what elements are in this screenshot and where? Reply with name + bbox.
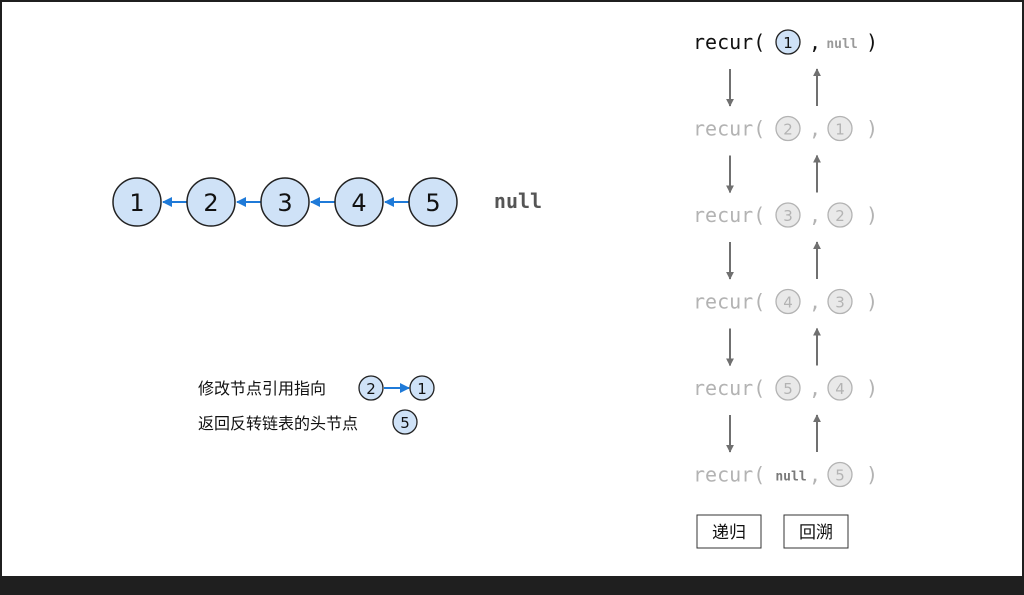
null-argument: null	[775, 470, 806, 485]
argument-node-label: 1	[835, 121, 845, 139]
recur-call-row: recur( null, 5)	[693, 461, 878, 488]
argument-node	[827, 288, 853, 315]
modify-from-label: 2	[366, 380, 376, 398]
legend-recurse-label: 递归	[712, 523, 746, 543]
list-node	[408, 177, 458, 227]
return-head-note: 返回反转链表的头节点	[198, 414, 358, 433]
diagram-background	[2, 2, 1022, 576]
recur-close-paren: )	[866, 290, 878, 314]
linked-list: 1 2 3 4 5	[112, 177, 458, 227]
argument-comma: ,	[809, 376, 821, 400]
legend-recurse-box	[696, 514, 762, 549]
recur-function-name: recur(	[693, 376, 765, 400]
modify-from-node	[358, 375, 384, 401]
null-label: null	[494, 189, 542, 213]
argument-node	[827, 375, 853, 401]
argument-comma: ,	[809, 463, 821, 487]
argument-comma: ,	[809, 117, 821, 141]
legend-backtrack-box	[783, 514, 849, 549]
recursion-stack: recur(1,null)recur(2,1)recur(3,2)recur(4…	[693, 29, 878, 488]
modify-to-label: 1	[417, 380, 427, 398]
legend: 递归 回溯	[696, 514, 849, 549]
list-node-label: 3	[277, 189, 292, 217]
argument-comma: ,	[809, 290, 821, 314]
argument-node-label: 4	[835, 380, 845, 398]
argument-node	[827, 202, 853, 228]
list-node	[112, 177, 162, 227]
recur-close-paren: )	[866, 117, 878, 141]
argument-node	[827, 115, 853, 142]
recur-function-name: recur(	[693, 117, 765, 141]
recur-close-paren: )	[866, 30, 878, 54]
argument-node	[775, 375, 801, 401]
recur-call-row: recur( 2, 1)	[693, 115, 878, 142]
argument-node-label: 5	[835, 467, 845, 485]
return-head-diagram: 5	[392, 409, 418, 435]
argument-node	[775, 29, 801, 55]
argument-comma: ,	[809, 30, 821, 54]
list-node	[260, 177, 310, 227]
recur-function-name: recur(	[693, 463, 765, 487]
argument-node-label: 4	[783, 294, 793, 312]
recur-call-row: recur( 3, 2)	[693, 202, 878, 228]
list-node-label: 1	[129, 189, 144, 217]
argument-node-label: 1	[783, 34, 793, 52]
argument-node	[827, 461, 853, 488]
return-head-node	[392, 409, 418, 435]
return-head-label: 5	[400, 414, 410, 432]
list-node	[334, 177, 384, 227]
argument-node	[775, 288, 801, 315]
recur-close-paren: )	[866, 203, 878, 227]
argument-node-label: 5	[783, 380, 793, 398]
legend-backtrack-label: 回溯	[799, 523, 833, 543]
recur-close-paren: )	[866, 463, 878, 487]
argument-comma: ,	[809, 203, 821, 227]
recur-function-name: recur(	[693, 203, 765, 227]
recur-call-row: recur( 1, null)	[693, 29, 878, 55]
argument-node-label: 2	[835, 207, 845, 225]
modify-reference-note: 修改节点引用指向	[198, 379, 326, 398]
modify-reference-diagram: 2 1	[358, 375, 435, 401]
recur-function-name: recur(	[693, 30, 765, 54]
list-node-label: 2	[203, 189, 218, 217]
list-node-label: 5	[425, 189, 440, 217]
argument-node-label: 3	[835, 294, 845, 312]
recur-function-name: recur(	[693, 290, 765, 314]
argument-node	[775, 115, 801, 142]
argument-node	[775, 202, 801, 228]
list-node-label: 4	[351, 189, 366, 217]
null-argument: null	[826, 37, 857, 52]
recur-close-paren: )	[866, 376, 878, 400]
modify-to-node	[409, 375, 435, 401]
argument-node-label: 3	[783, 207, 793, 225]
recur-call-row: recur( 5, 4)	[693, 375, 878, 401]
argument-node-label: 2	[783, 121, 793, 139]
recur-call-row: recur( 4, 3)	[693, 288, 878, 315]
list-node	[186, 177, 236, 227]
